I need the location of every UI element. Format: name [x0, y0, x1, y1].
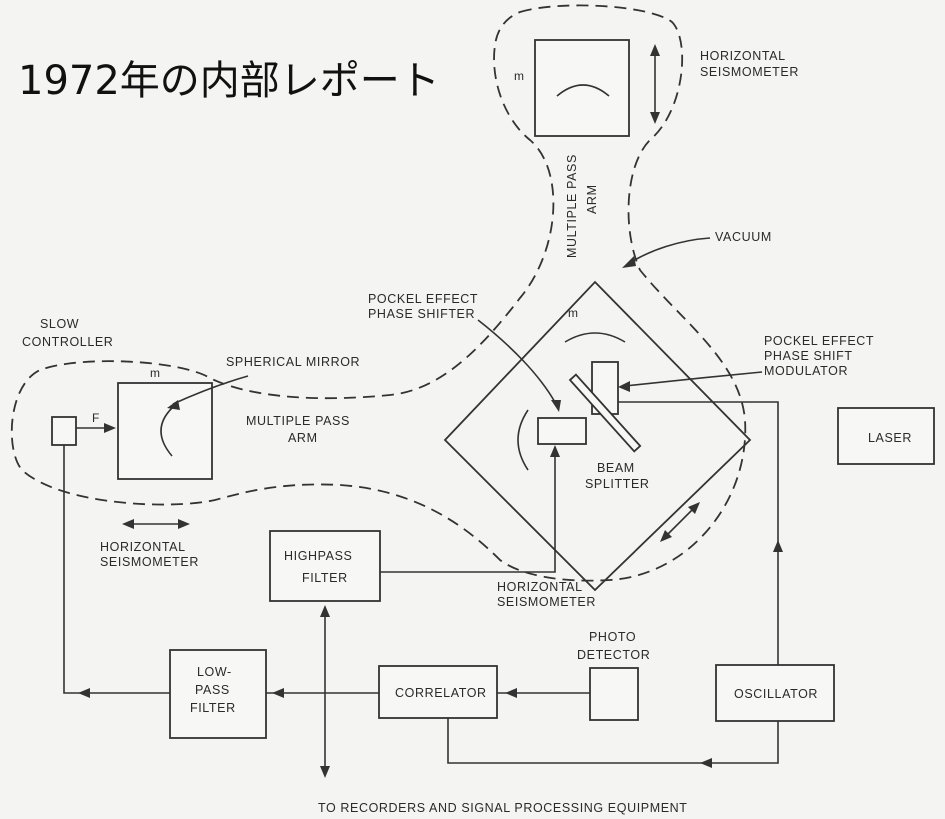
central-diamond [443, 280, 752, 592]
spherical-mirror-label: SPHERICAL MIRROR [226, 355, 360, 369]
beam-splitter [568, 373, 642, 453]
top-mirror-mass-label: m [514, 69, 525, 83]
oscillator-label: OSCILLATOR [734, 687, 818, 701]
pockel-effect-phase-shifter-label: POCKEL EFFECT PHASE SHIFTER [368, 292, 482, 321]
force-label: F [92, 411, 100, 425]
beam-splitter-label: BEAM SPLITTER [585, 461, 650, 491]
center-mirror-mass-label: m [568, 306, 579, 320]
oscillator-box [715, 664, 835, 722]
low-pass-filter-box [169, 649, 267, 739]
vacuum-envelope [10, 4, 747, 582]
multiple-pass-arm-horizontal-label: MULTIPLE PASS ARM [246, 414, 354, 445]
photo-detector-box [589, 667, 639, 721]
horizontal-seismometer-top-label: HORIZONTAL SEISMOMETER [700, 49, 799, 79]
report-title: 1972年の内部レポート [18, 58, 440, 104]
left-spherical-mirror [160, 407, 173, 457]
laser-box [837, 407, 935, 465]
center-seismometer-arrow [665, 507, 695, 537]
top-spherical-mirror [556, 84, 610, 97]
correlator-label: CORRELATOR [395, 686, 487, 700]
center-top-mirror [564, 332, 626, 343]
correlator-box [378, 665, 498, 719]
top-mirror-box [534, 39, 630, 137]
left-mirror-mass-label: m [150, 366, 161, 380]
horizontal-seismometer-left-label: HORIZONTAL SEISMOMETER [100, 540, 199, 569]
horizontal-seismometer-center-label: HORIZONTAL SEISMOMETER [497, 580, 596, 609]
to-recorders-label: TO RECORDERS AND SIGNAL PROCESSING EQUIP… [318, 801, 688, 815]
multiple-pass-arm-vertical-label: MULTIPLE PASS ARM [565, 150, 599, 258]
slow-controller-label: SLOW CONTROLLER [22, 317, 113, 349]
pockel-effect-modulator-label: POCKEL EFFECT PHASE SHIFT MODULATOR [764, 334, 878, 378]
center-left-mirror [517, 409, 529, 471]
low-pass-filter-label: LOW- PASS FILTER [190, 665, 236, 715]
highpass-filter-box [269, 530, 381, 602]
left-mirror-box [117, 382, 213, 480]
laser-label: LASER [868, 431, 912, 445]
photo-detector-label: PHOTO DETECTOR [577, 630, 650, 662]
vacuum-label: VACUUM [715, 230, 772, 244]
phase-shifter-box [537, 417, 587, 445]
highpass-filter-label: HIGHPASS FILTER [284, 549, 357, 585]
slow-controller-box [51, 416, 77, 446]
